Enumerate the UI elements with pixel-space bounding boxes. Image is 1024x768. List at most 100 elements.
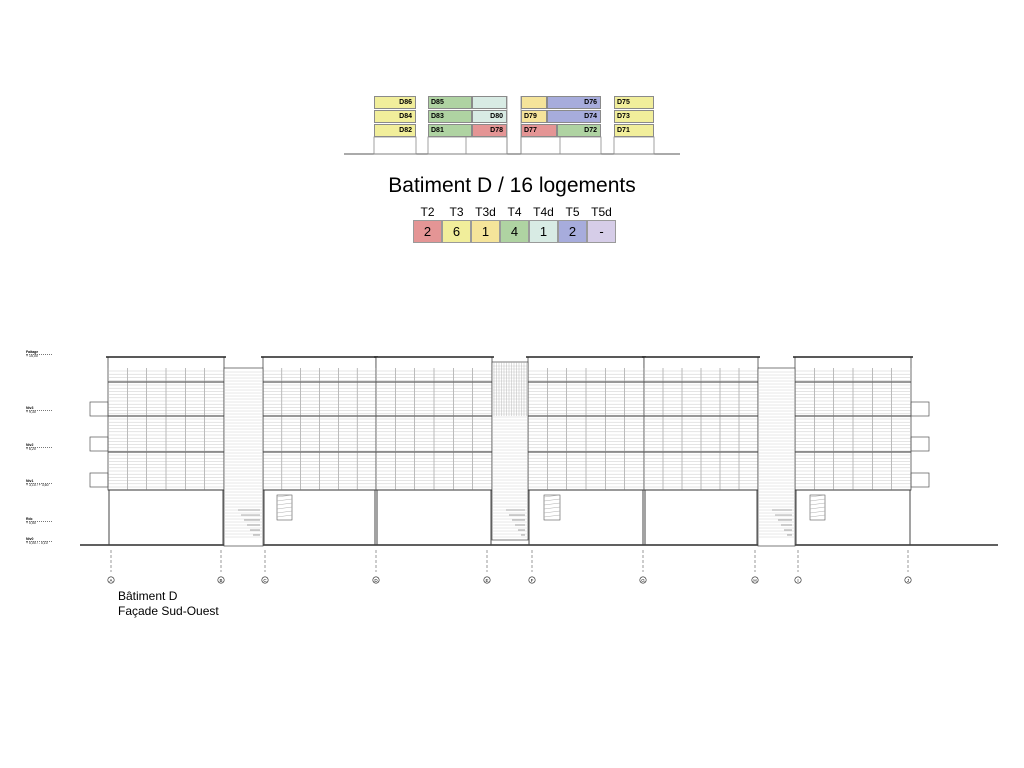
unit-label: D78	[490, 127, 503, 134]
balcony	[89, 472, 109, 488]
hatch-line	[809, 510, 826, 514]
axis-label: G	[641, 578, 645, 583]
level-label: Niv1+ 3,10 / + 3,60	[26, 479, 49, 487]
type-header: T2	[420, 205, 435, 219]
hatch-line	[276, 510, 293, 514]
level-altitude: + 6,20	[26, 447, 36, 451]
axis-label: F	[531, 578, 534, 583]
hatch-line	[543, 506, 561, 510]
unit-label: D73	[617, 113, 630, 120]
stair-core	[757, 367, 796, 547]
unit-label: D82	[399, 127, 412, 134]
axis-label: C	[263, 578, 267, 583]
unit-cell: D75	[614, 96, 654, 109]
type-header: T3	[449, 205, 464, 219]
axis-bubble	[483, 576, 491, 584]
unit-cell: D71	[614, 124, 654, 137]
hatch-line	[543, 498, 561, 502]
hatch-line	[276, 498, 293, 502]
type-header: T4d	[533, 205, 554, 219]
level-altitude: + 0,00 / - 0,10	[26, 541, 48, 545]
axis-bubble	[904, 576, 912, 584]
level-dash	[26, 410, 52, 411]
unit-cell: D74	[547, 110, 601, 123]
level-label: Rdc+ 0,50	[26, 517, 36, 525]
unit-cell: D82	[374, 124, 416, 137]
unit-cell	[472, 96, 507, 109]
caption-building: Bâtiment D	[118, 589, 178, 603]
hatch-line	[809, 494, 826, 498]
unit-cell: D84	[374, 110, 416, 123]
hatch-line	[809, 498, 826, 502]
axis-bubble	[751, 576, 759, 584]
type-header: T3d	[475, 205, 496, 219]
unit-cell: D80	[472, 110, 507, 123]
hatch-line	[276, 494, 293, 498]
entrance-box	[543, 494, 561, 521]
balcony	[910, 472, 930, 488]
level-name: Niv3	[26, 406, 34, 410]
axis-label: I	[797, 578, 798, 583]
balcony	[89, 401, 109, 417]
level-name: Rdc	[26, 517, 33, 521]
axis-label: J	[907, 578, 909, 583]
unit-cell: D83	[428, 110, 472, 123]
balcony	[910, 436, 930, 452]
unit-cell: D81	[428, 124, 472, 137]
level-label: Niv2+ 6,20	[26, 443, 36, 451]
type-count: 1	[471, 220, 500, 243]
axis-label: H	[753, 578, 756, 583]
unit-label: D79	[524, 113, 537, 120]
type-header: T5d	[591, 205, 612, 219]
hatch-line	[543, 494, 561, 498]
axis-label: E	[485, 578, 488, 583]
type-count: 2	[558, 220, 587, 243]
axis-bubble	[794, 576, 802, 584]
unit-cell: D77	[521, 124, 557, 137]
unit-cell: D76	[547, 96, 601, 109]
level-name: Niv0	[26, 537, 34, 541]
axis-bubble	[217, 576, 225, 584]
unit-label: D86	[399, 99, 412, 106]
stair-core	[223, 367, 264, 547]
type-count: 2	[413, 220, 442, 243]
level-name: Faitage	[26, 350, 39, 354]
unit-label: D71	[617, 127, 630, 134]
level-dash	[26, 541, 52, 542]
entrance-box	[276, 494, 293, 521]
axis-bubble	[639, 576, 647, 584]
unit-label: D72	[584, 127, 597, 134]
unit-label: D74	[584, 113, 597, 120]
level-name: Niv2	[26, 443, 34, 447]
unit-label: D80	[490, 113, 503, 120]
type-count: -	[587, 220, 616, 243]
hatch-line	[809, 502, 826, 506]
unit-cell: D79	[521, 110, 547, 123]
entrance-box	[809, 494, 826, 521]
unit-cell: D78	[472, 124, 507, 137]
level-label: Niv3+ 9,30	[26, 406, 36, 414]
balcony	[89, 436, 109, 452]
axis-bubble	[372, 576, 380, 584]
level-altitude: + 3,10 / + 3,60	[26, 483, 49, 487]
level-label: Faitage+ 15,00	[26, 350, 38, 358]
level-dash	[26, 447, 52, 448]
unit-label: D77	[524, 127, 537, 134]
type-count: 6	[442, 220, 471, 243]
axis-bubble	[261, 576, 269, 584]
unit-cell: D86	[374, 96, 416, 109]
hatch-line	[809, 514, 826, 518]
level-dash	[26, 483, 52, 484]
unit-label: D85	[431, 99, 444, 106]
unit-cell	[521, 96, 547, 109]
unit-cell: D73	[614, 110, 654, 123]
level-dash	[26, 354, 52, 355]
unit-label: D75	[617, 99, 630, 106]
axis-label: D	[374, 578, 378, 583]
axis-bubble	[528, 576, 536, 584]
hatch-line	[276, 502, 293, 506]
stair-core	[491, 361, 529, 541]
axis-bubble	[107, 576, 115, 584]
type-header: T5	[565, 205, 580, 219]
